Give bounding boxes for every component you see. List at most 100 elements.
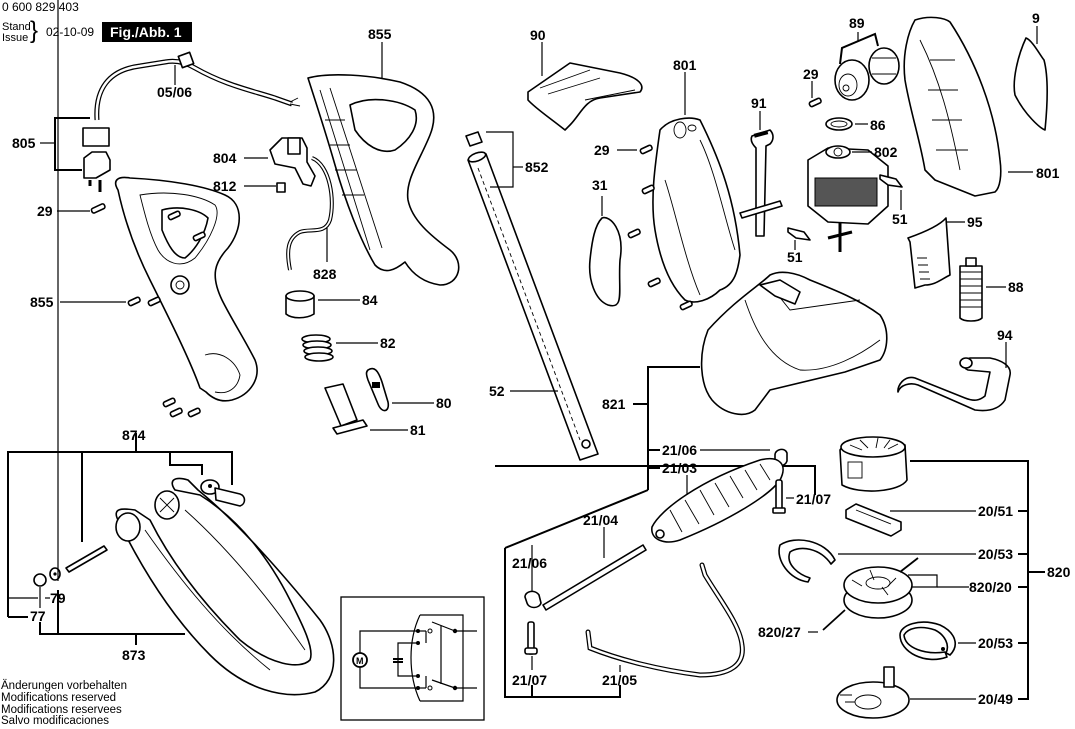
stand-issue-label: Stand Issue: [2, 22, 31, 44]
ring-77: [33, 573, 47, 587]
callout-820-20: 820/20: [969, 579, 1012, 595]
callout-20-53-bottom: 20/53: [978, 635, 1013, 651]
document-number: 0 600 829 403: [2, 0, 79, 14]
clamp-knob: [200, 479, 246, 507]
callout-20-49: 20/49: [978, 691, 1013, 707]
callout-873: 873: [122, 647, 146, 663]
callout-21-05: 21/05: [602, 672, 637, 688]
screw-icon: [808, 97, 822, 108]
callout-90: 90: [530, 27, 546, 43]
lever-91: [739, 129, 783, 237]
bracket-21-07-top: [648, 465, 816, 495]
callout-21-03: 21/03: [662, 460, 697, 476]
clip-20-53-top: [778, 539, 836, 583]
bracket-21-xx: [504, 548, 621, 698]
callout-95: 95: [967, 214, 983, 230]
callout-801-right: 801: [1036, 165, 1060, 181]
bracket-21-05: [585, 562, 745, 678]
pin: [65, 545, 108, 573]
handle-94: [897, 357, 1011, 412]
cap-90: [527, 62, 643, 131]
spring-82: [301, 334, 334, 362]
modifications-notice: Änderungen vorbehalten Modifications res…: [1, 680, 127, 728]
contact-812: [276, 182, 286, 193]
screw-21-07-bottom: [524, 621, 538, 655]
ring-86: [825, 117, 853, 131]
callout-31: 31: [592, 177, 608, 193]
motor-symbol-icon: [352, 652, 368, 668]
spool-housing: [839, 436, 908, 492]
cap-20-49: [836, 666, 910, 719]
callout-89: 89: [849, 15, 865, 31]
callout-21-07-top: 21/07: [796, 491, 831, 507]
callout-21-06-top: 21/06: [662, 442, 697, 458]
notice-line-fr: Modifications reservees: [1, 703, 122, 716]
callout-51-right: 51: [892, 211, 908, 227]
clip-20-53-bottom: [899, 621, 956, 661]
switch-804: [269, 137, 316, 187]
issue-label: Issue: [2, 32, 29, 44]
callout-29-left: 29: [37, 203, 53, 219]
bracket-874: [7, 451, 233, 617]
wire-828: [286, 156, 334, 271]
callout-77: 77: [30, 608, 46, 624]
callout-821: 821: [602, 396, 626, 412]
figure-badge: Fig./Abb. 1: [102, 22, 192, 42]
housing-801-right: [903, 16, 1002, 197]
callout-88: 88: [1008, 279, 1024, 295]
bracket-874-knob: [169, 452, 203, 475]
callout-855-top: 855: [368, 26, 392, 42]
callout-80: 80: [436, 395, 452, 411]
callout-20-51: 20/51: [978, 503, 1013, 519]
callout-29-mid: 29: [594, 142, 610, 158]
callout-9: 9: [1032, 10, 1040, 26]
holder-20-51: [845, 503, 902, 537]
plate-31: [588, 216, 622, 307]
notice-line-de: Änderungen vorbehalten: [1, 680, 127, 692]
callout-52: 52: [489, 383, 505, 399]
bracket-821: [495, 366, 700, 467]
plug-805: [82, 127, 111, 192]
power-cable: [94, 51, 301, 121]
callout-81: 81: [410, 422, 426, 438]
callout-20-53-top: 20/53: [978, 546, 1013, 562]
notice-line-en: Modifications reserved: [1, 691, 117, 704]
callout-802: 802: [874, 144, 898, 160]
screw-icon: [90, 203, 106, 214]
callout-812: 812: [213, 178, 237, 194]
motor-symbol-label: M: [356, 656, 364, 666]
rod-21-04: [542, 544, 647, 611]
screw-icon: [127, 210, 206, 418]
callout-21-06-bottom: 21/06: [512, 555, 547, 571]
aux-handle: [115, 477, 335, 696]
housing-half-left: [114, 176, 258, 402]
slider-81: [324, 383, 368, 435]
clip-21-06-bottom: [524, 590, 542, 609]
screw-21-07-top: [772, 479, 786, 514]
fan-89: [834, 47, 900, 101]
callout-94: 94: [997, 327, 1013, 343]
filter-88: [959, 257, 983, 322]
callout-805: 805: [12, 135, 36, 151]
stand-label: Stand: [2, 21, 31, 33]
callout-51-left: 51: [787, 249, 803, 265]
lever-80: [365, 367, 390, 412]
notice-line-es: Salvo modificaciones: [1, 715, 110, 728]
callout-855-left: 855: [30, 294, 54, 310]
wiring-schematic: M: [340, 596, 485, 721]
callout-05-06: 05/06: [157, 84, 192, 100]
callout-84: 84: [362, 292, 378, 308]
spool-820-20: [822, 557, 919, 631]
bracket-805: [54, 117, 90, 171]
brush-51-left: [787, 227, 811, 241]
housing-half-right: [307, 74, 460, 286]
callout-91: 91: [751, 95, 767, 111]
callout-820: 820: [1047, 564, 1071, 580]
motor-802: [807, 145, 889, 252]
callout-29-right: 29: [803, 66, 819, 82]
callout-86: 86: [870, 117, 886, 133]
brush-51-right: [879, 174, 903, 188]
guard-821: [700, 271, 888, 416]
bracket-820: [910, 460, 1029, 700]
